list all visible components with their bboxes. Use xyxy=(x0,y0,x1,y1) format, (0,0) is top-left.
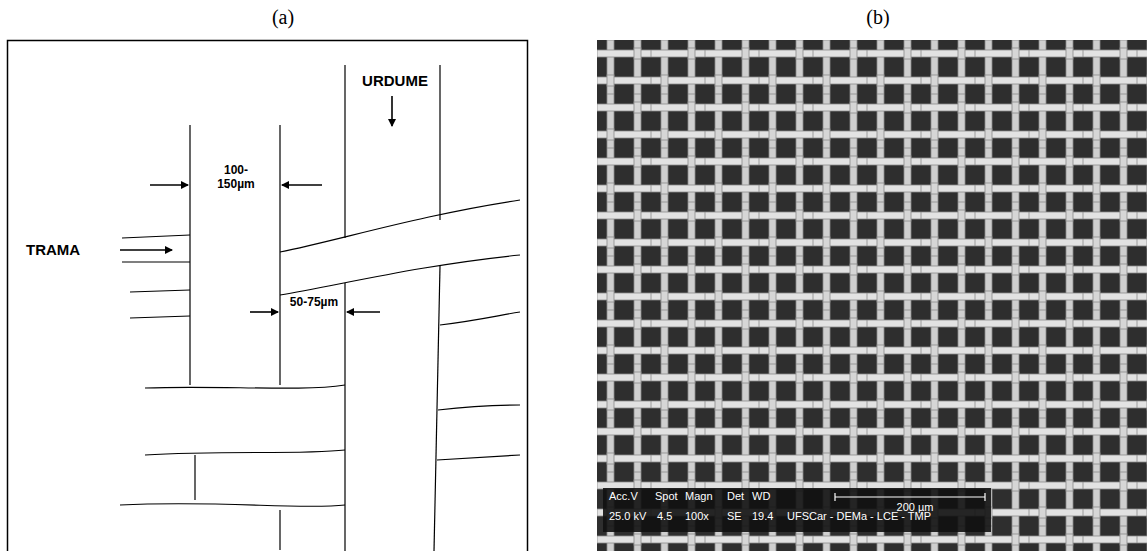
sem-info-text: Det xyxy=(727,490,744,503)
panel-letter: (a) xyxy=(255,6,311,29)
sem-info-text: Acc.V xyxy=(609,490,638,503)
sem-info-text: 4.5 xyxy=(657,510,672,523)
sem-info-text: 200 µm xyxy=(880,501,950,514)
panel-letter: (b) xyxy=(850,6,906,29)
dimension: 100-150µm xyxy=(210,164,262,192)
weft-label: TRAMA xyxy=(26,241,118,258)
sem-info-text: 100x xyxy=(685,510,709,523)
dimension: 50-75µm xyxy=(287,296,341,310)
sem-info-text: Spot xyxy=(655,490,678,503)
warp-label: URDUME xyxy=(348,72,442,89)
sem-info-text: 25.0 kV xyxy=(609,510,646,523)
sem-info-text: SE xyxy=(727,510,742,523)
sem-info-text: Magn xyxy=(685,490,713,503)
sem-info-text: WD xyxy=(752,490,770,503)
sem-info-text: 19.4 xyxy=(752,510,773,523)
